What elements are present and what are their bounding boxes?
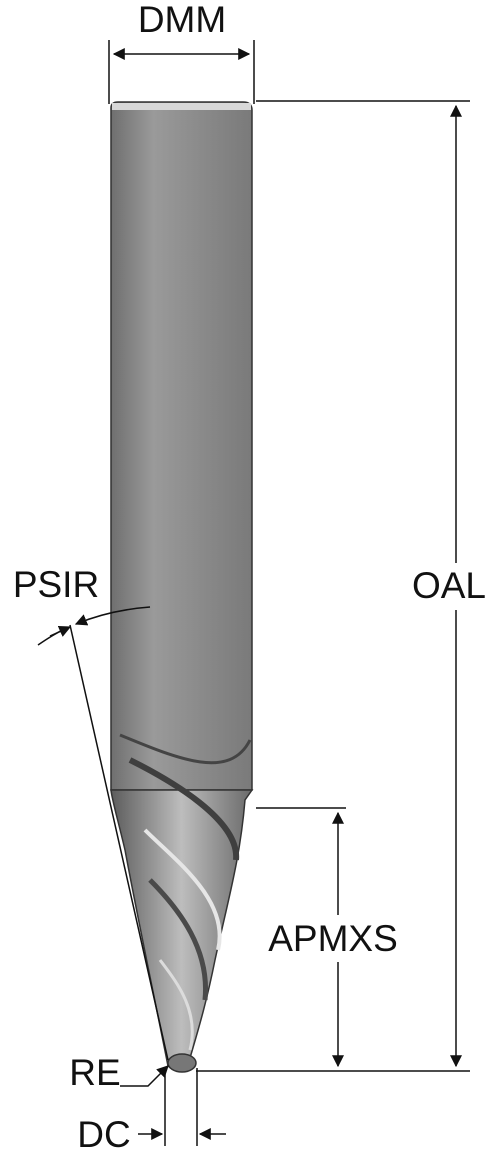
end-mill-tool <box>110 101 254 1073</box>
flute-4 <box>148 878 209 1001</box>
tool-shank <box>110 101 253 791</box>
re-callout <box>120 1065 169 1087</box>
shank-chamfer <box>112 103 251 110</box>
apmxs-label: APMXS <box>268 918 398 959</box>
ball-tip <box>167 1053 197 1073</box>
dmm-label: DMM <box>138 0 226 40</box>
flute-1 <box>119 733 252 765</box>
flute-3 <box>143 828 222 951</box>
flute-2 <box>128 757 240 861</box>
re-label: RE <box>69 1052 120 1093</box>
apmxs-dimension <box>256 807 346 1068</box>
oal-dimension <box>196 100 470 1072</box>
psir-label: PSIR <box>13 564 99 605</box>
dc-dimension <box>138 1068 226 1146</box>
oal-label: OAL <box>412 565 486 606</box>
dc-label: DC <box>77 1114 130 1155</box>
dmm-dimension <box>108 40 255 104</box>
psir-angle <box>37 606 169 1061</box>
flute-5 <box>158 959 194 1051</box>
